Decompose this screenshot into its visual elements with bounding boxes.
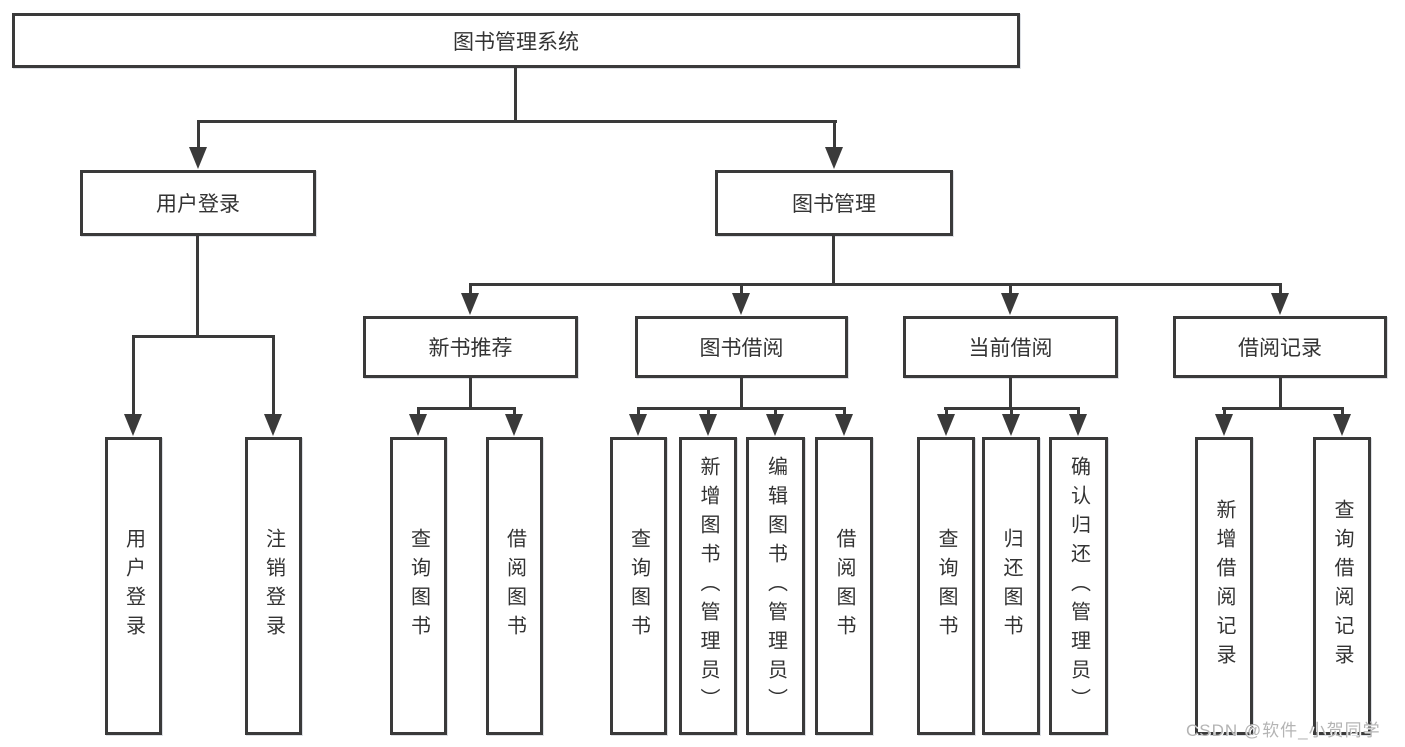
connector-line: [196, 236, 199, 338]
node-cur-query-book: 查询图书: [917, 437, 975, 735]
node-label: 编辑图书（管理员）: [764, 455, 787, 717]
connector-arrow: [505, 407, 523, 436]
connector-line: [132, 335, 275, 338]
node-book-management: 图书管理: [715, 170, 953, 236]
node-user-login: 用户登录: [80, 170, 316, 236]
connector-line: [417, 407, 516, 410]
connector-arrow: [629, 407, 647, 436]
connector-arrow: [264, 335, 282, 436]
node-add-borrow-record: 新增借阅记录: [1195, 437, 1253, 735]
node-user-login-leaf: 用户登录: [105, 437, 162, 735]
node-add-book-admin: 新增图书（管理员）: [679, 437, 737, 735]
node-label: 借阅图书: [833, 528, 855, 644]
node-label: 查询图书: [935, 528, 957, 644]
node-query-borrow-record: 查询借阅记录: [1313, 437, 1371, 735]
connector-arrow: [699, 407, 717, 436]
connector-arrow: [937, 407, 955, 436]
connector-line: [1279, 378, 1282, 410]
node-return-book: 归还图书: [982, 437, 1040, 735]
connector-arrow: [124, 335, 142, 436]
connector-line: [469, 283, 1282, 286]
connector-arrow: [1069, 407, 1087, 436]
node-label: 借阅图书: [503, 528, 526, 644]
connector-arrow: [732, 283, 750, 315]
csdn-watermark: CSDN @软件_小贺同学: [1186, 721, 1381, 740]
node-label: 归还图书: [1000, 528, 1022, 644]
node-label: 用户登录: [122, 528, 145, 644]
connector-line: [1222, 407, 1344, 410]
node-label: 查询图书: [627, 528, 650, 644]
node-label: 新增图书（管理员）: [697, 455, 719, 717]
connector-line: [1009, 378, 1012, 410]
connector-arrow: [461, 283, 479, 315]
node-borrow-records: 借阅记录: [1173, 316, 1387, 378]
connector-arrow: [1002, 407, 1020, 436]
node-rec-query-book: 查询图书: [390, 437, 447, 735]
connector-arrow: [1333, 407, 1351, 436]
node-borrow-query-book: 查询图书: [610, 437, 667, 735]
connector-line: [514, 68, 517, 123]
node-edit-book-admin: 编辑图书（管理员）: [746, 437, 805, 735]
node-current-borrow: 当前借阅: [903, 316, 1118, 378]
node-book-borrow: 图书借阅: [635, 316, 848, 378]
node-root: 图书管理系统: [12, 13, 1020, 68]
connector-arrow: [825, 120, 843, 169]
node-confirm-return-admin: 确认归还（管理员）: [1049, 437, 1108, 735]
node-label: 查询借阅记录: [1331, 499, 1353, 673]
node-logout-leaf: 注销登录: [245, 437, 302, 735]
connector-arrow: [1271, 283, 1289, 315]
node-label: 查询图书: [407, 528, 430, 644]
connector-arrow: [409, 407, 427, 436]
connector-line: [637, 407, 846, 410]
connector-arrow: [1001, 283, 1019, 315]
connector-arrow: [766, 407, 784, 436]
connector-line: [469, 378, 472, 410]
connector-arrow: [835, 407, 853, 436]
node-label: 确认归还（管理员）: [1067, 455, 1090, 717]
node-label: 新增借阅记录: [1213, 499, 1235, 673]
node-rec-borrow-book: 借阅图书: [486, 437, 543, 735]
connector-line: [197, 120, 837, 123]
node-label: 注销登录: [262, 528, 285, 644]
node-new-book-recommend: 新书推荐: [363, 316, 578, 378]
connector-line: [832, 236, 835, 286]
connector-arrow: [189, 120, 207, 169]
connector-arrow: [1215, 407, 1233, 436]
node-borrow-borrow-book: 借阅图书: [815, 437, 873, 735]
connector-line: [740, 378, 743, 410]
